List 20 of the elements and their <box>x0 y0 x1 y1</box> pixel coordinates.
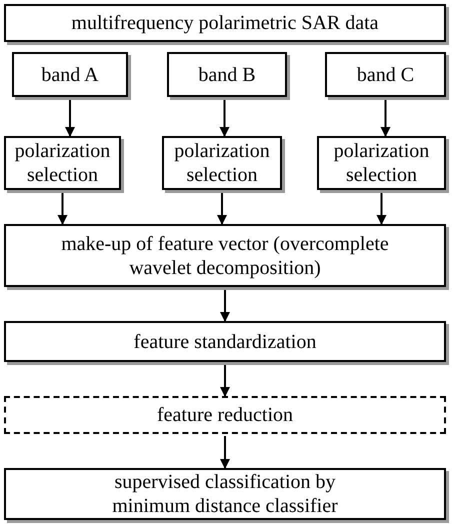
process-box: multifrequency polarimetric SAR data <box>4 4 446 42</box>
arrow <box>376 192 386 225</box>
arrow <box>65 99 75 137</box>
arrow <box>220 289 230 322</box>
process-box: supervised classification by minimum distance classifier <box>4 468 446 520</box>
arrow <box>58 192 68 225</box>
process-box: polarization selection <box>317 136 446 190</box>
dashed-process-box: feature reduction <box>4 396 446 434</box>
process-box: make-up of feature vector (overcomplete wavelet decomposition) <box>4 224 446 287</box>
arrow <box>217 192 227 225</box>
process-box: feature standardization <box>4 321 446 362</box>
process-box: polarization selection <box>162 136 282 190</box>
arrow <box>220 436 230 469</box>
arrow <box>220 364 230 397</box>
process-box: band C <box>325 52 446 97</box>
process-box: band B <box>167 52 287 97</box>
process-box: polarization selection <box>4 136 121 190</box>
process-box: band A <box>12 52 128 97</box>
arrow <box>220 99 230 137</box>
arrow <box>380 99 390 137</box>
